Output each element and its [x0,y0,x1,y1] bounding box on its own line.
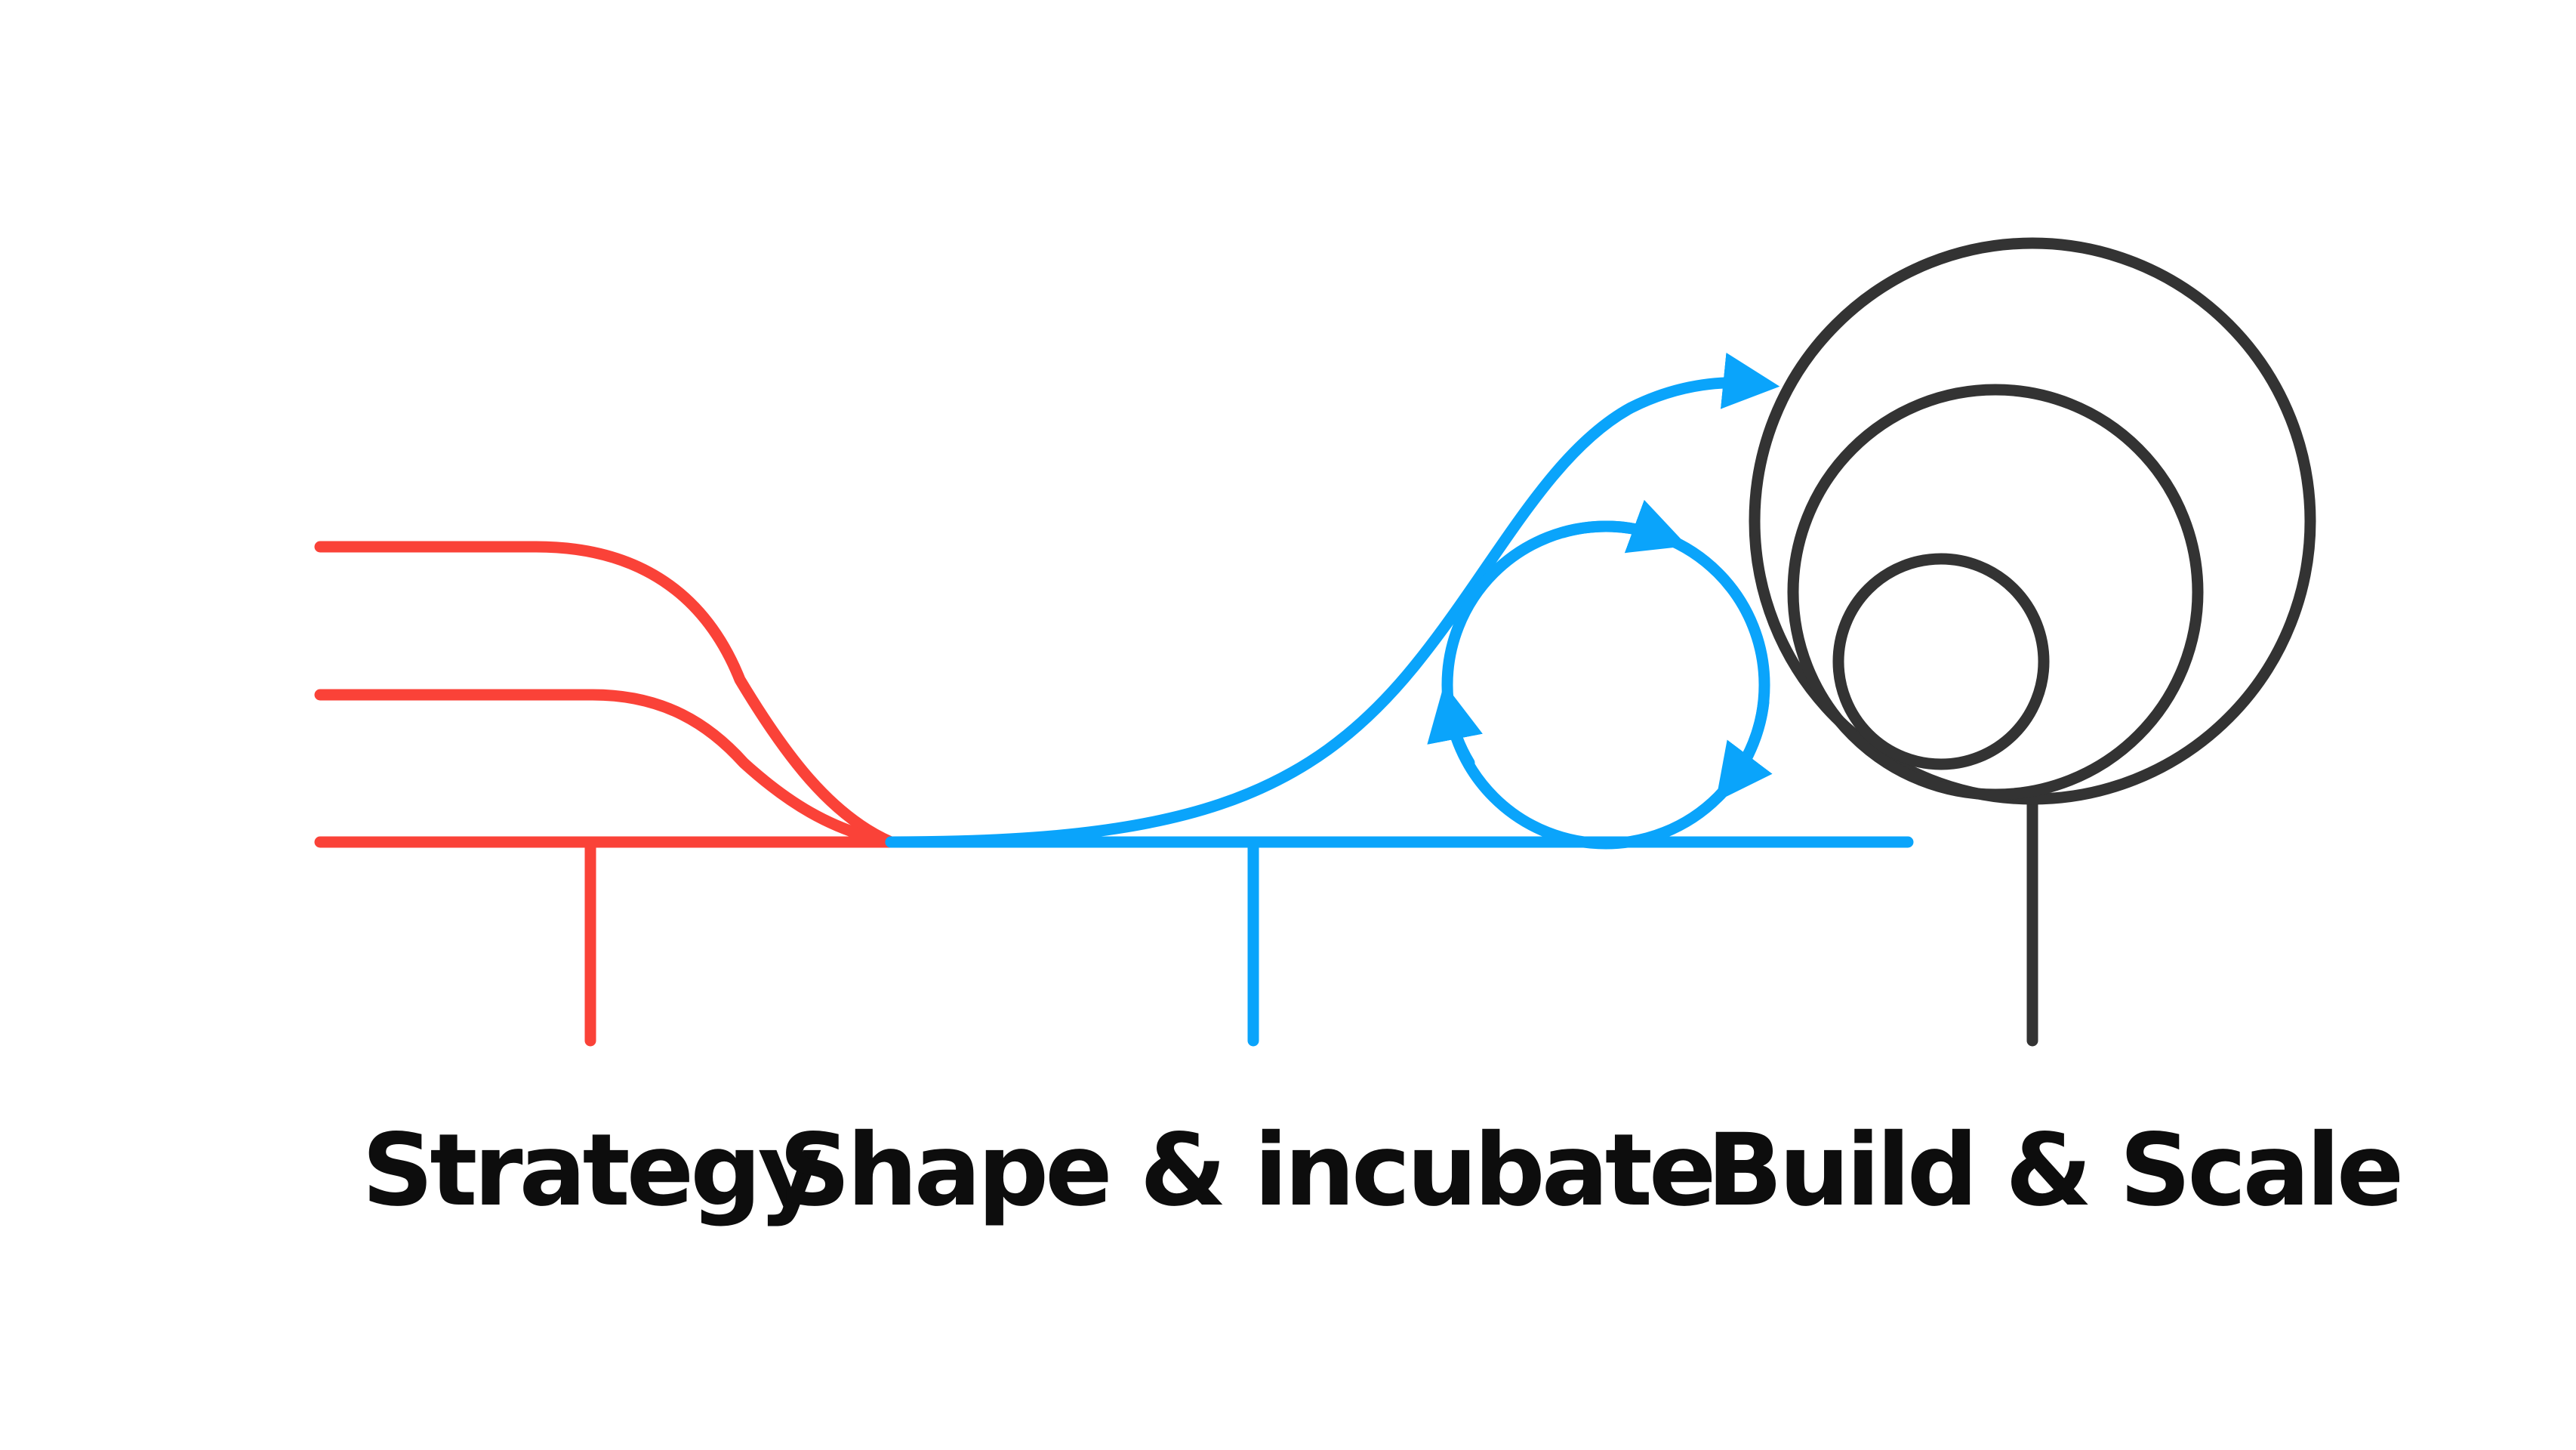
iteration-loop [1441,520,1770,850]
strategy-line-top [314,541,897,848]
circle-small [1832,553,2050,770]
shape-incubate-flow [885,352,1914,1047]
stage-label-shape-incubate: Shape & incubate [779,1112,1713,1229]
strategy-line-middle [314,689,897,848]
strategy-funnel [314,541,897,1047]
iteration-arrow-top [1557,499,1688,554]
iteration-arrow-right [1715,696,1773,802]
iteration-arrow-left [1427,683,1483,769]
stage-label-build-scale: Build & Scale [1707,1112,2401,1229]
circle-large [1749,237,2316,805]
circle-medium [1787,384,2204,801]
growth-curve-arrow [885,352,1780,848]
stage-label-strategy: Strategy [362,1112,821,1229]
build-scale-circles [1749,237,2316,1047]
